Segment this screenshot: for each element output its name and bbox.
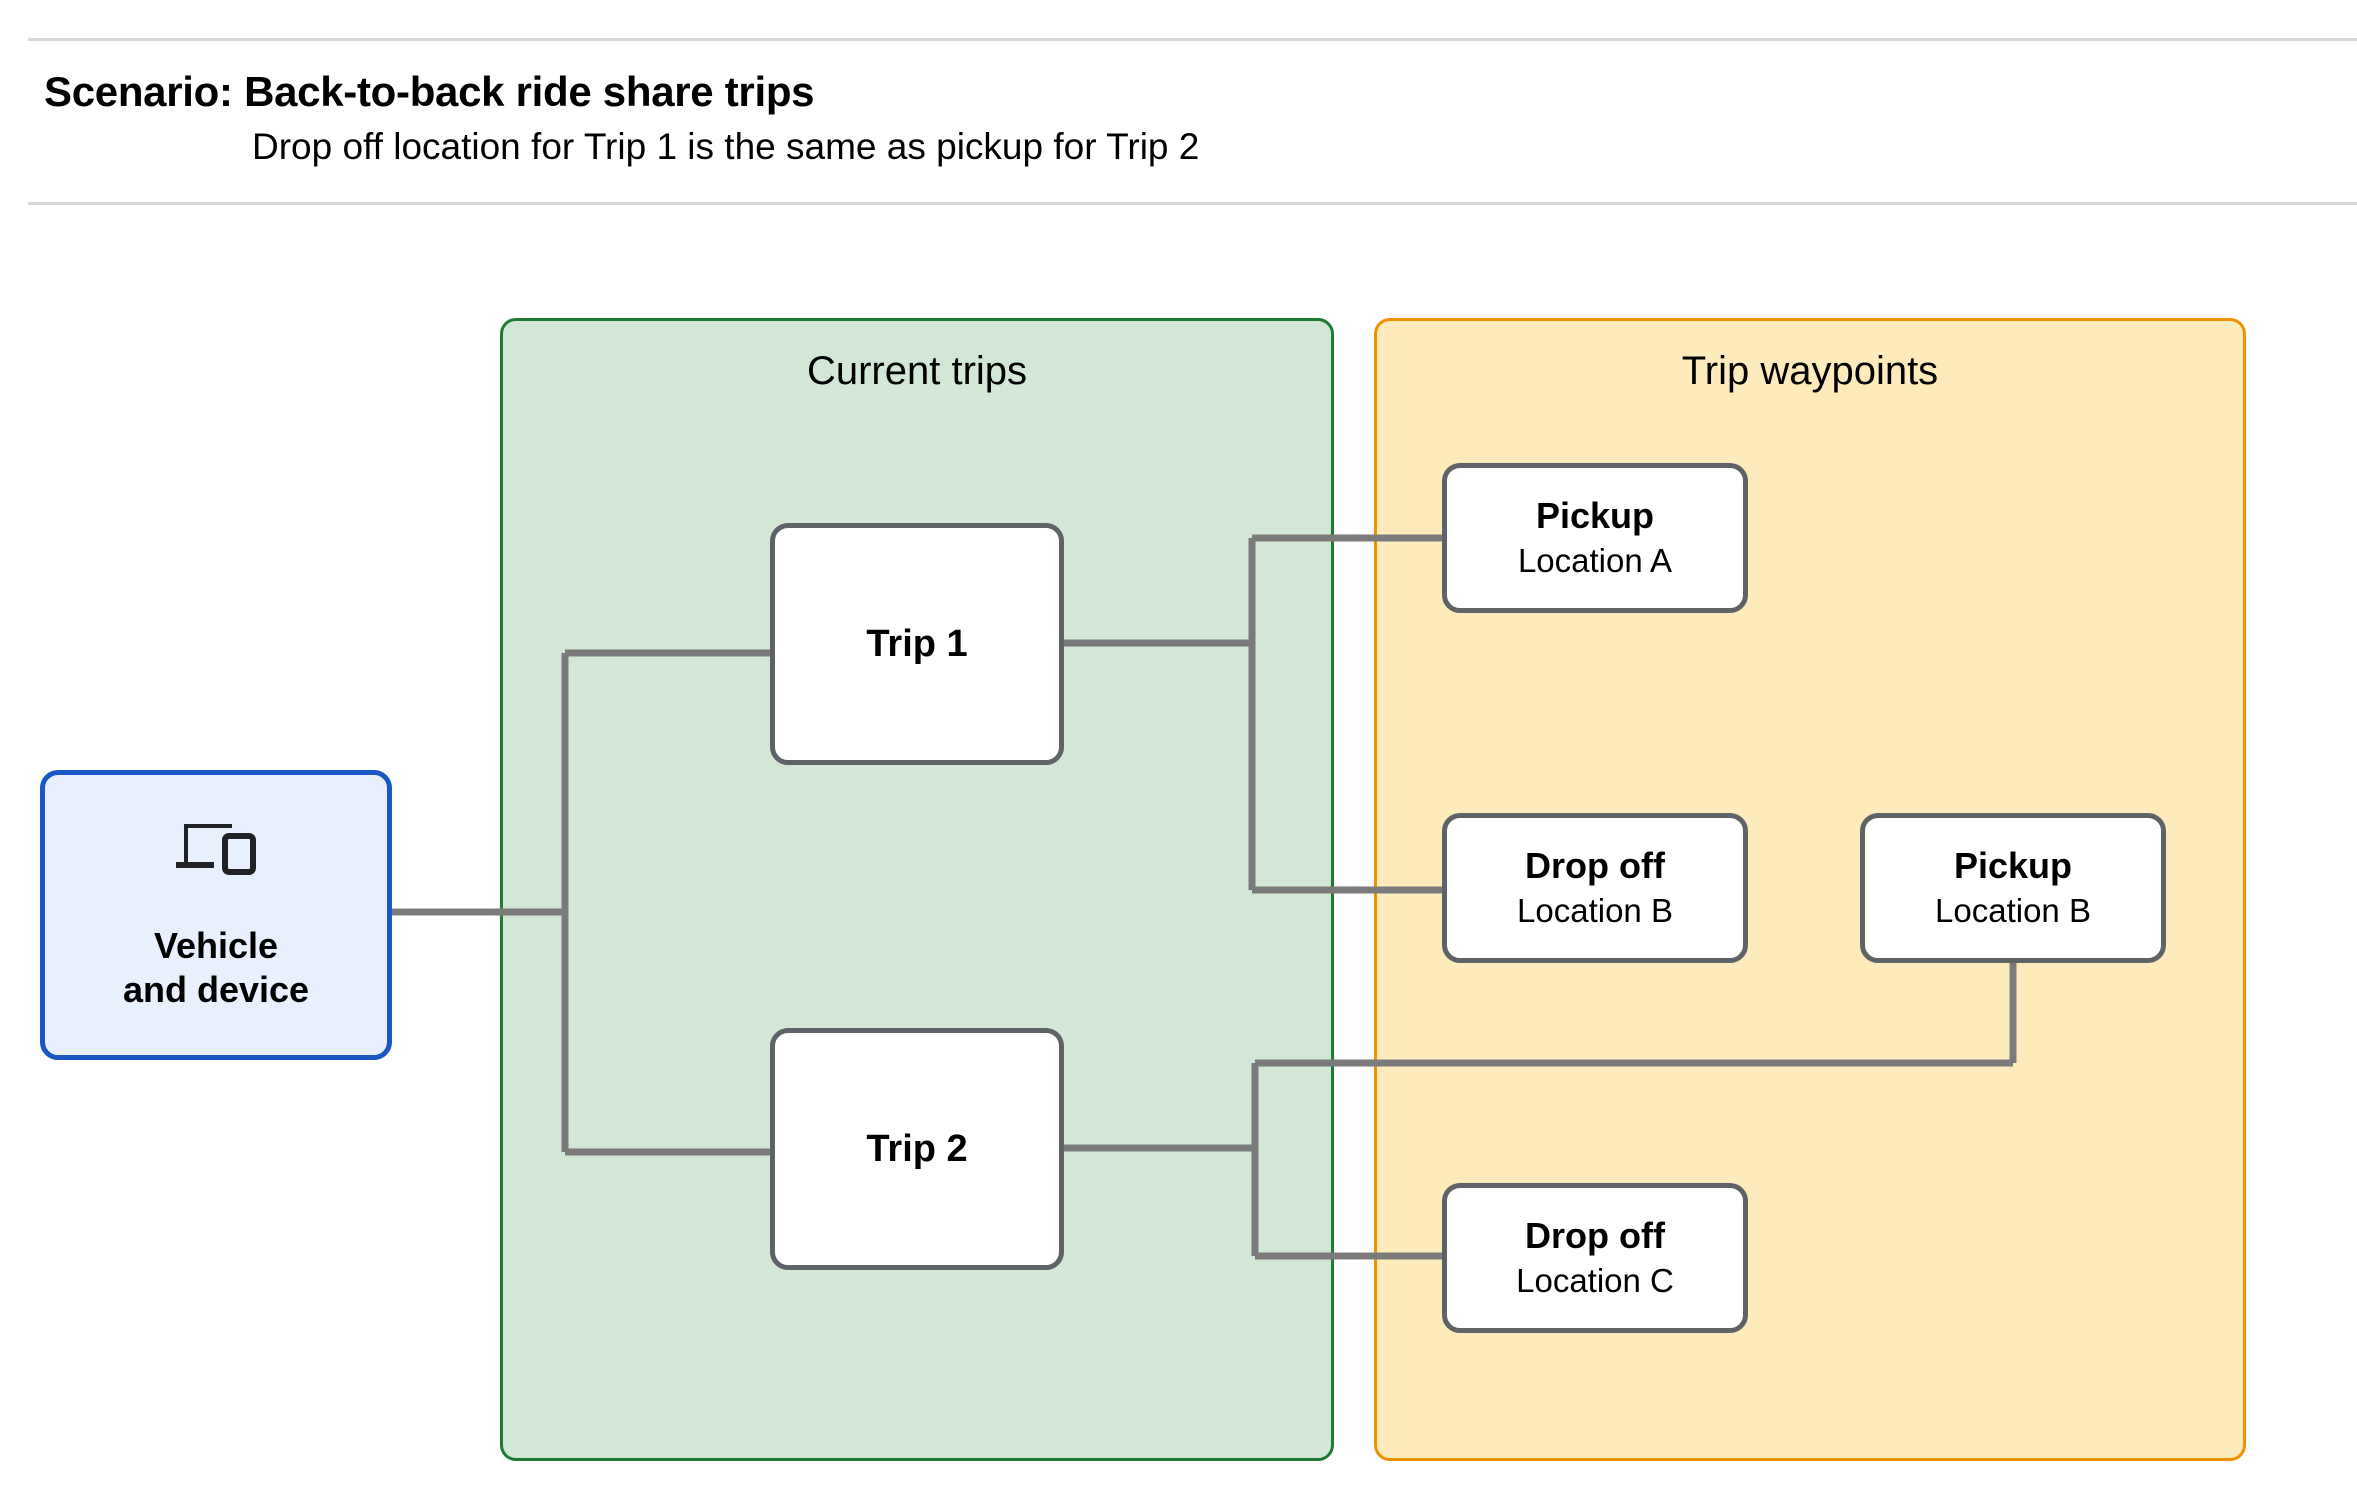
vehicle-and-device-label: Vehicle and device (122, 925, 310, 1010)
waypoint-pickup-location-b[interactable]: Pickup Location B (1860, 813, 2166, 963)
header-divider-top (28, 38, 2357, 41)
page-subtitle: Drop off location for Trip 1 is the same… (252, 126, 1200, 167)
waypoint-dropoff-location-c[interactable]: Drop off Location C (1442, 1183, 1748, 1333)
trip-1-label: Trip 1 (866, 622, 968, 665)
waypoint-location-label: Location B (1935, 891, 2091, 929)
waypoint-type-label: Pickup (1953, 845, 2073, 887)
panel-trip-waypoints-title: Trip waypoints (1681, 349, 1939, 393)
panel-current-trips-title: Current trips (806, 349, 1028, 393)
waypoint-dropoff-location-b[interactable]: Drop off Location B (1442, 813, 1748, 963)
waypoint-pickup-location-a[interactable]: Pickup Location A (1442, 463, 1748, 613)
waypoint-location-label: Location A (1517, 541, 1673, 579)
waypoint-type-label: Pickup (1535, 495, 1655, 537)
waypoint-type-label: Drop off (1525, 845, 1665, 887)
vehicle-and-device-node[interactable]: Vehicle and device (40, 770, 392, 1060)
trip-2-label: Trip 2 (866, 1127, 968, 1170)
waypoint-type-label: Drop off (1525, 1215, 1665, 1257)
waypoint-location-label: Location B (1517, 891, 1673, 929)
header-divider-bottom (28, 202, 2357, 205)
trip-1-node[interactable]: Trip 1 (770, 523, 1064, 765)
laptop-phone-icon (176, 824, 256, 876)
page-title: Scenario: Back-to-back ride share trips (44, 68, 815, 115)
waypoint-location-label: Location C (1516, 1261, 1674, 1299)
trip-2-node[interactable]: Trip 2 (770, 1028, 1064, 1270)
panel-current-trips: Current trips (500, 318, 1334, 1461)
